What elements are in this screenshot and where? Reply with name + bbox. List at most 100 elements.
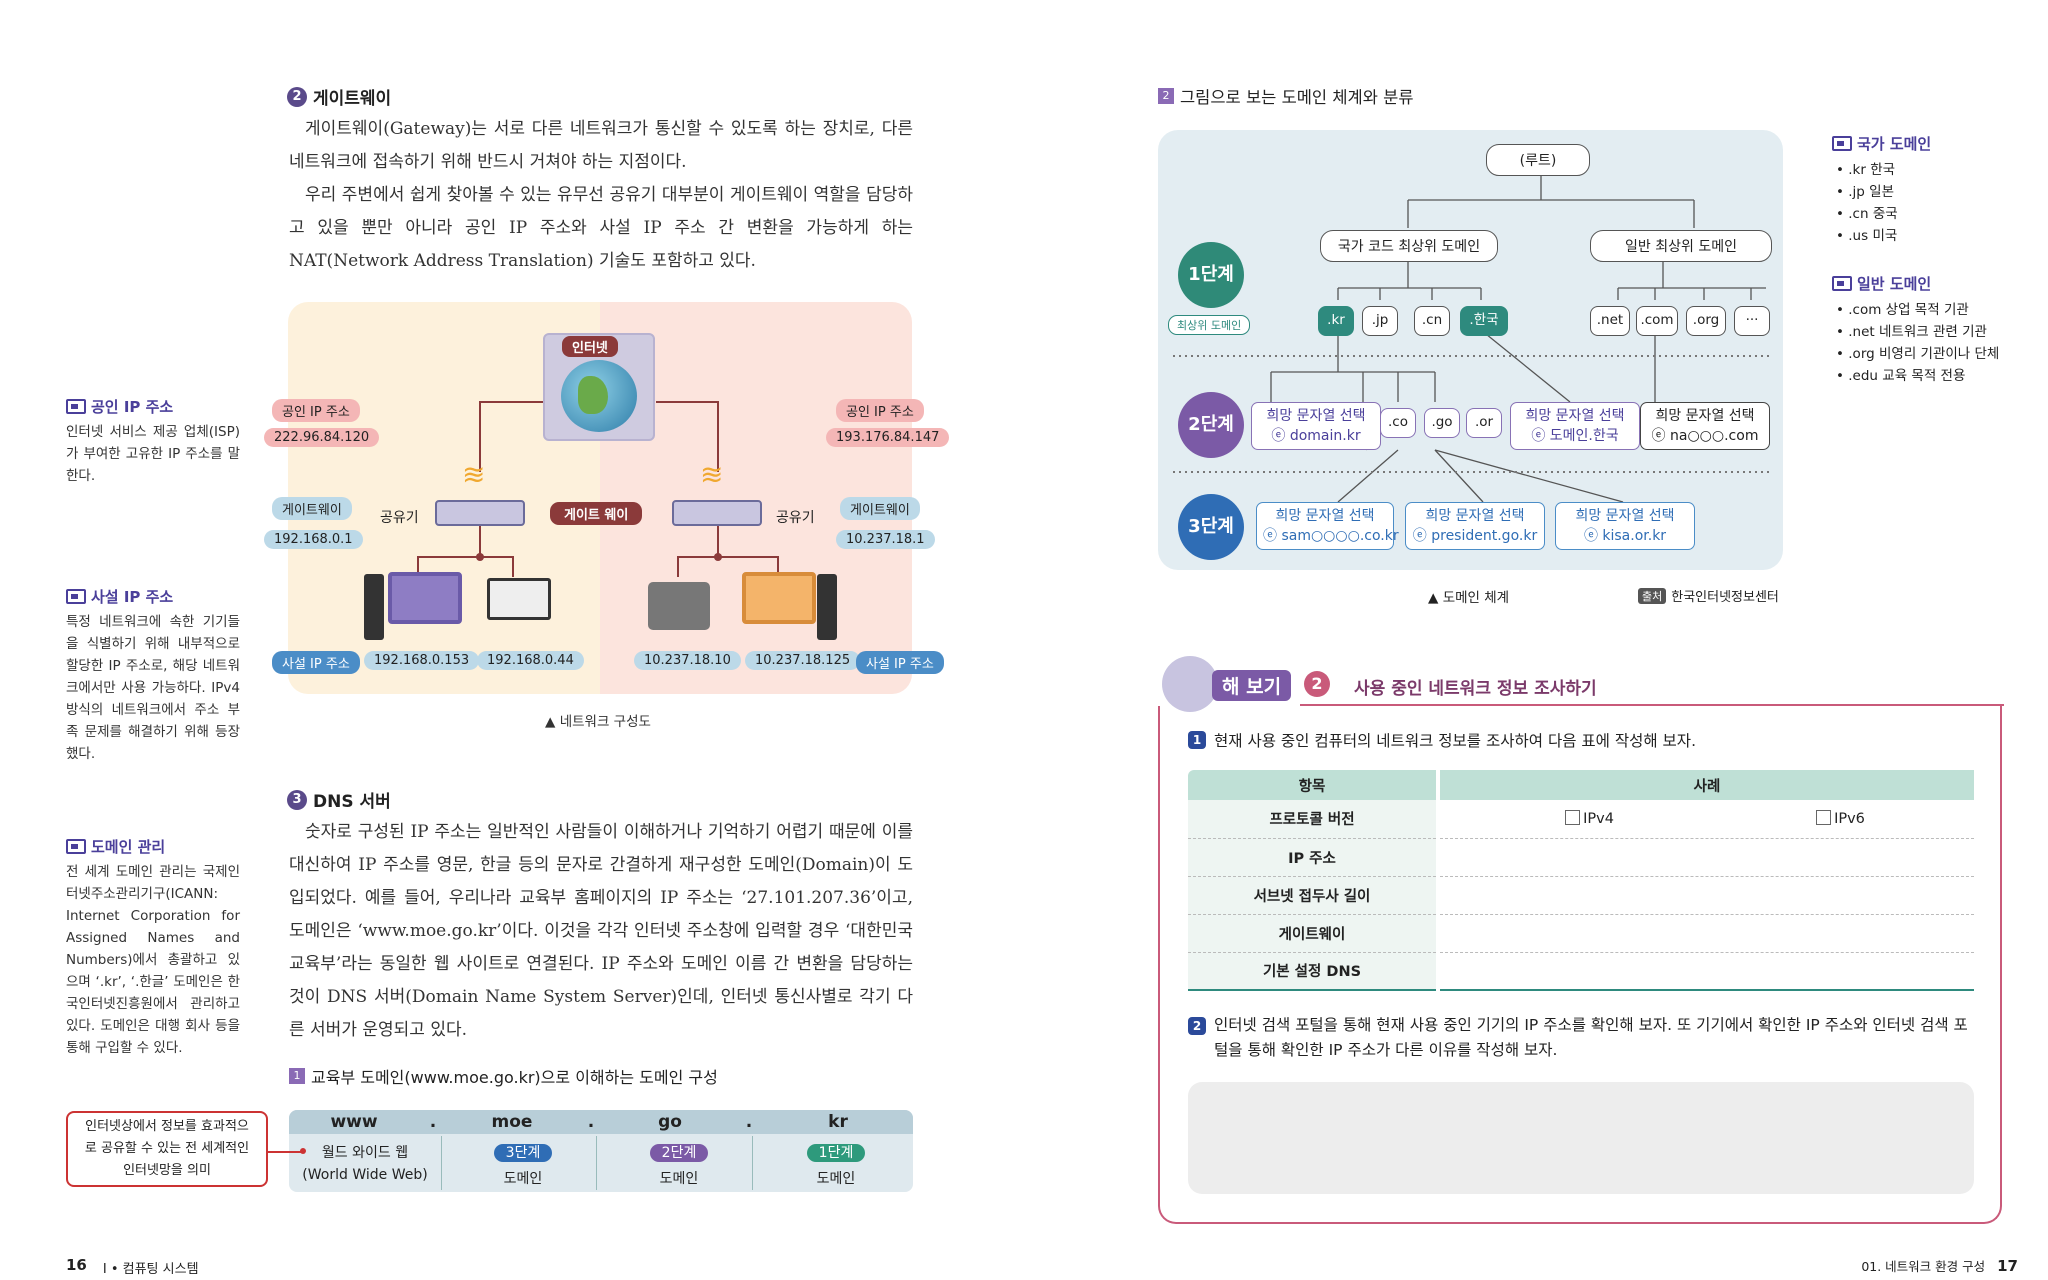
stage2-label: 도메인: [659, 1171, 699, 1187]
stage2-badge: 2단계: [649, 1144, 709, 1162]
sidebar-private-ip-title: 사설 IP 주소: [66, 586, 173, 607]
sld-co: .co: [1380, 408, 1416, 438]
stage2-circle: 2단계: [1178, 392, 1244, 458]
ipv4-checkbox[interactable]: [1565, 810, 1581, 826]
legend-general-list: • .com 상업 목적 기관 • .net 네트워크 관련 기관 • .org…: [1836, 299, 1999, 387]
row-label: 서브넷 접두사 길이: [1188, 876, 1440, 915]
answer-box[interactable]: [1188, 1082, 1974, 1194]
sidebar-domain-body: 전 세계 도메인 관리는 국제인터넷주소관리기구(ICANN: Internet…: [66, 864, 240, 1056]
page-number: 16: [66, 1256, 87, 1274]
note-icon: [66, 589, 86, 604]
fig1-number: 1: [289, 1068, 305, 1084]
answer-cell[interactable]: [1438, 838, 1974, 877]
generic-tld-node: 일반 최상위 도메인: [1590, 230, 1772, 262]
right-pc2-ip: 10.237.18.125: [745, 651, 861, 670]
col-divider: [752, 1136, 753, 1190]
page-number: 17: [1997, 1257, 2018, 1275]
fig2-heading: 2 그림으로 보는 도메인 체계와 분류: [1158, 84, 1414, 108]
sld-go: .go: [1424, 408, 1460, 438]
network-caption: ▲ 네트워크 구성도: [545, 714, 651, 730]
right-router-icon: [672, 500, 762, 526]
ipv6-option[interactable]: IPv6: [1723, 810, 1958, 827]
fig2-title: 그림으로 보는 도메인 체계와 분류: [1180, 88, 1414, 107]
left-router-icon: [435, 500, 525, 526]
dns-paragraph: 숫자로 구성된 IP 주소는 일반적인 사람들이 이해하거나 기억하기 어렵기 …: [289, 822, 913, 1040]
domain-tree-lines: [1173, 175, 1773, 503]
activity-badge: 해 보기: [1212, 670, 1292, 701]
source-tag: 출처: [1638, 587, 1667, 604]
activity-number: 2: [1304, 671, 1330, 697]
activity-frame: [1158, 706, 2002, 1224]
sidebar-public-ip-body: 인터넷 서비스 제공 업체(ISP)가 부여한 고유한 IP 주소를 말한다.: [66, 424, 240, 484]
domain-parts-row: www . moe . go . kr: [289, 1110, 913, 1134]
example-text: na○○○.com: [1670, 428, 1759, 444]
ipv4-option[interactable]: IPv4: [1456, 810, 1723, 827]
tld-tag: 최상위 도메인: [1168, 315, 1251, 335]
domain-part-go: go: [658, 1112, 682, 1132]
col-divider: [441, 1136, 442, 1190]
right-pc1-ip: 10.237.18.10: [634, 651, 741, 670]
legend-country-title: 국가 도메인: [1832, 133, 1931, 154]
callout-line: [266, 1151, 302, 1153]
legend-item-text: .edu 교육 목적 전용: [1848, 368, 1966, 384]
row-label: 기본 설정 DNS: [1188, 952, 1440, 991]
www-desc-line2: (World Wide Web): [302, 1167, 428, 1183]
table-header-example: 사례: [1438, 770, 1974, 800]
example-text: sam○○○○.co.kr: [1281, 528, 1399, 544]
right-public-ip-label: 공인 IP 주소: [836, 399, 924, 422]
stage3-cell: 3단계 도메인: [458, 1142, 588, 1188]
legend-title-text: 일반 도메인: [1857, 275, 1932, 293]
right-tower-icon: [817, 574, 837, 640]
domain-part-kr: kr: [828, 1112, 848, 1132]
answer-cell[interactable]: [1438, 876, 1974, 915]
sidebar-private-ip-body: 특정 네트워크에 속한 기기들을 식별하기 위해 내부적으로 할당한 IP 주소…: [66, 614, 240, 762]
legend-item-text: .org 비영리 기관이나 단체: [1848, 346, 2000, 362]
note-icon: [66, 399, 86, 414]
protocol-options: IPv4 IPv6: [1438, 800, 1974, 839]
legend-country-list: • .kr 한국 • .jp 일본 • .cn 중국 • .us 미국: [1836, 159, 1898, 247]
tld-com: .com: [1636, 306, 1678, 336]
stage3-circle: 3단계: [1178, 494, 1244, 560]
gateway-paragraph-1: 게이트웨이(Gateway)는 서로 다른 네트워크가 통신할 수 있도록 하는…: [289, 119, 913, 172]
answer-cell[interactable]: [1438, 952, 1974, 991]
internet-label: 인터넷: [562, 336, 618, 357]
row-label: 게이트웨이: [1188, 914, 1440, 953]
right-wifi-icon: ≋: [700, 458, 724, 491]
sidebar-title-text: 도메인 관리: [91, 838, 166, 856]
left-pc2-ip: 192.168.0.44: [477, 651, 584, 670]
col-divider: [596, 1136, 597, 1190]
domain-hierarchy-diagram: [1158, 130, 1783, 570]
sld-or: .or: [1466, 408, 1502, 438]
table-row: 기본 설정 DNS: [1188, 952, 1974, 991]
ipv6-label: IPv6: [1834, 811, 1865, 828]
domain-dot: .: [587, 1112, 595, 1132]
gateway-heading: 2 게이트웨이: [287, 84, 391, 109]
legend-item-text: .us 미국: [1848, 228, 1898, 244]
legend-item: • .jp 일본: [1836, 184, 1895, 200]
stage1-cell: 1단계 도메인: [771, 1142, 901, 1188]
note-icon: [66, 839, 86, 854]
tld-net: .net: [1590, 306, 1630, 336]
answer-cell[interactable]: [1438, 914, 1974, 953]
example-text: domain.kr: [1289, 428, 1361, 444]
section-number: 3: [287, 789, 307, 810]
domain-part-www: www: [330, 1112, 378, 1132]
domain-part-moe: moe: [491, 1112, 533, 1132]
ipv6-checkbox[interactable]: [1816, 810, 1832, 826]
legend-item: • .org 비영리 기관이나 단체: [1836, 346, 2000, 362]
left-gateway-label: 게이트웨이: [272, 497, 352, 520]
note-icon: [1832, 276, 1852, 291]
select-label: 희망 문자열 선택: [1425, 508, 1525, 524]
sidebar-domain-title: 도메인 관리: [66, 836, 165, 857]
note-icon: [1832, 136, 1852, 151]
left-public-ip-label: 공인 IP 주소: [272, 399, 360, 422]
root-node: (루트): [1486, 144, 1590, 176]
dns-heading: 3 DNS 서버: [287, 787, 391, 812]
example-text: president.go.kr: [1431, 528, 1538, 544]
stage3-label: 도메인: [503, 1171, 543, 1187]
right-public-ip: 193.176.84.147: [826, 428, 950, 447]
select-label: 희망 문자열 선택: [1525, 408, 1625, 424]
